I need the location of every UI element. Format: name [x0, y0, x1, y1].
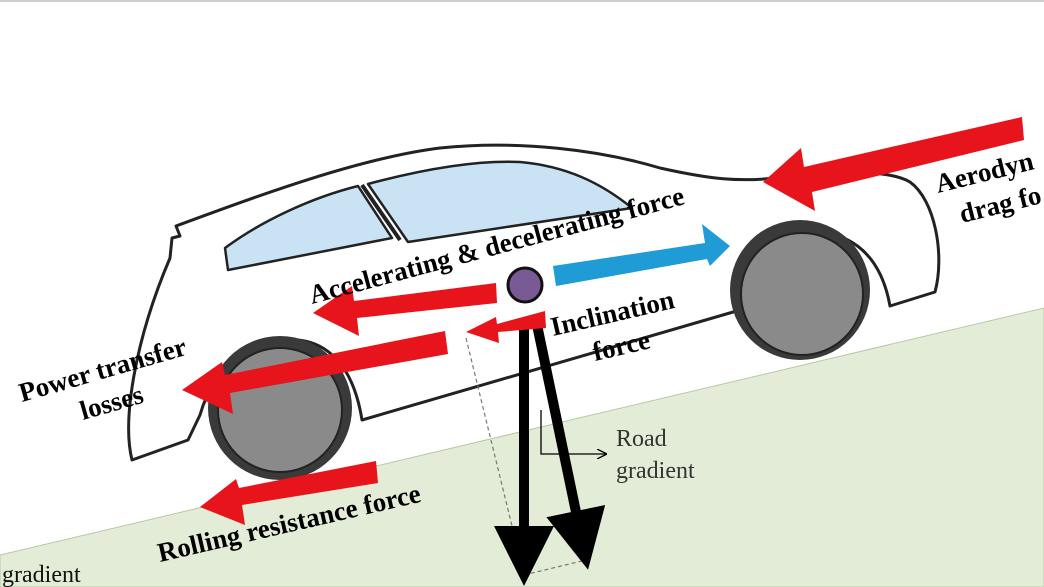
inclination-force-arrow [466, 311, 546, 343]
rear-window [223, 184, 394, 272]
power-transfer-losses-arrow [182, 331, 448, 414]
road-gradient-label-line1: Road [616, 426, 667, 452]
gradient-corner-label: gradient [2, 562, 81, 587]
front-window [366, 160, 634, 244]
accelerating-decelerating-red-arrow [313, 283, 497, 336]
rolling-resistance-arrow [200, 461, 378, 525]
acceleration-blue-arrow [553, 224, 730, 286]
road-gradient-angle-marker [540, 410, 606, 454]
weight-arrow-normal [531, 318, 606, 570]
aerodynamic-drag-arrow [763, 117, 1024, 211]
window-pillar [360, 183, 402, 242]
center-of-mass [506, 266, 544, 304]
road-gradient-label-line2: gradient [616, 458, 695, 484]
front-wheel [730, 220, 870, 360]
